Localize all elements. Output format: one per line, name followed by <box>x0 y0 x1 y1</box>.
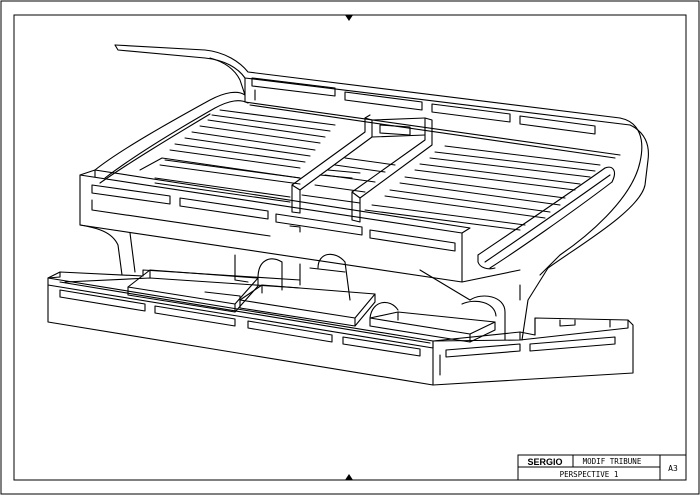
seat-slats <box>139 109 601 231</box>
base-stringers <box>127 253 506 343</box>
tribune-drawing <box>47 44 649 386</box>
author-name: SERGIO <box>527 457 562 467</box>
right-rail <box>477 166 615 270</box>
left-rail <box>94 57 249 184</box>
top-center-mark <box>345 15 353 21</box>
upper-front-frame <box>79 169 521 283</box>
sheet-size: A3 <box>668 464 678 473</box>
back-rail <box>114 44 649 341</box>
bottom-center-mark <box>345 474 353 480</box>
title-block: SERGIO MODIF TRIBUNE PERSPECTIVE 1 A3 <box>517 454 687 481</box>
base-back-posts <box>234 254 521 301</box>
project-name: MODIF TRIBUNE <box>583 457 642 466</box>
base-frame <box>47 269 634 386</box>
view-name: PERSPECTIVE 1 <box>560 470 619 479</box>
middle-dividers <box>291 114 433 223</box>
